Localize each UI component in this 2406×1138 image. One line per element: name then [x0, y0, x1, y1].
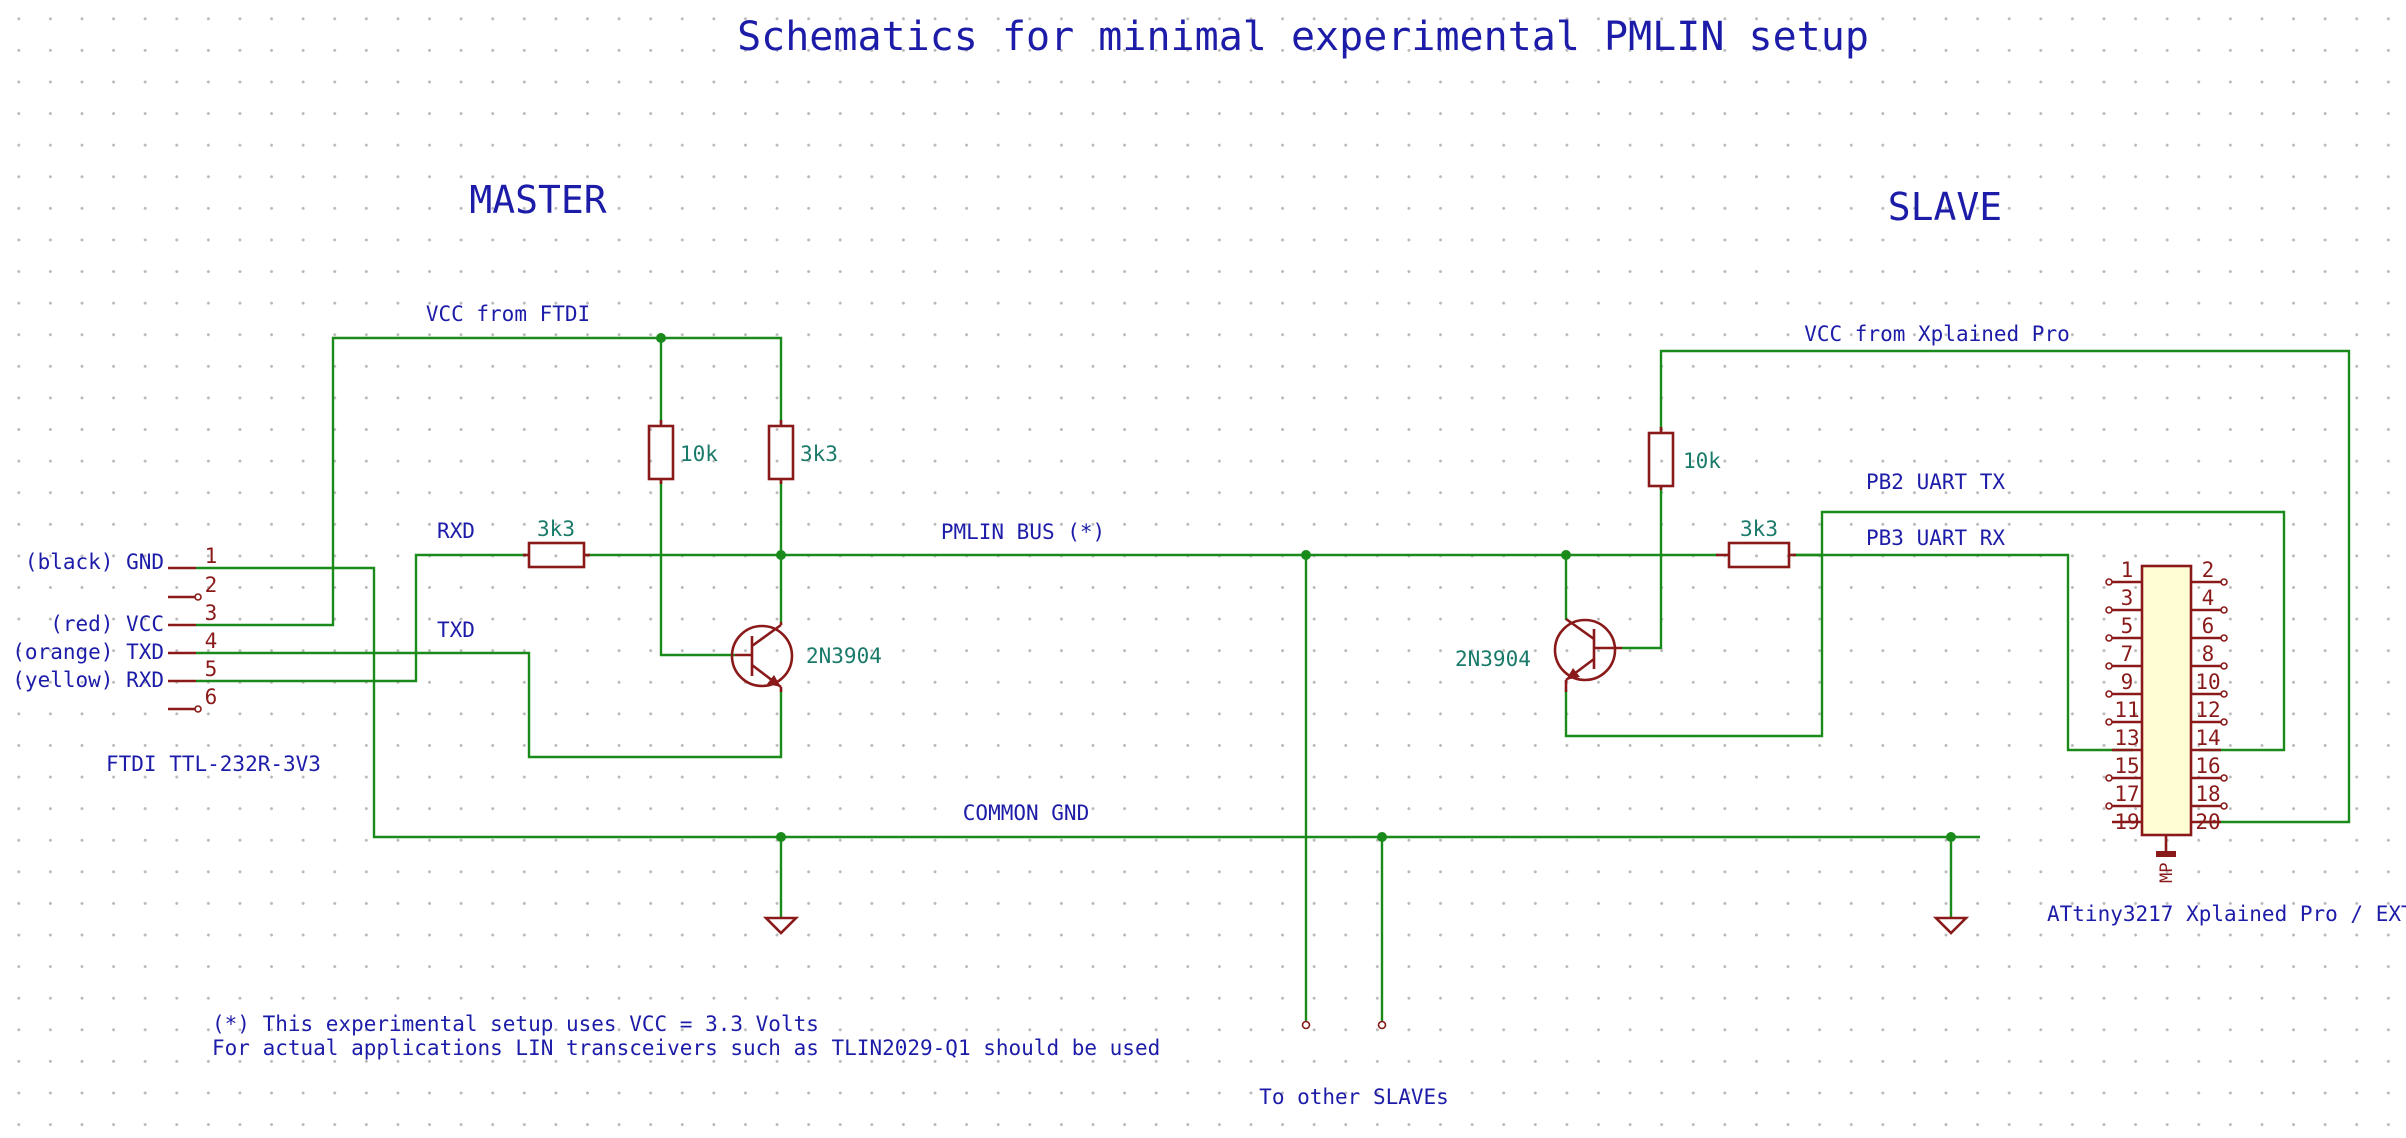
note-line-2: For actual applications LIN transceivers… [212, 1036, 1160, 1060]
transistor-master-2n3904 [730, 622, 794, 692]
ftdi-pin-1-label: (black) GND [25, 550, 164, 574]
header-name: ATtiny3217 Xplained Pro / EXT3 [2047, 902, 2406, 926]
wire-pb2 [1820, 510, 2286, 752]
ground-symbol-master [762, 916, 800, 935]
ftdi-pin-5-label: (yellow) RXD [12, 668, 164, 692]
header-pin-1: 1 [2121, 558, 2134, 582]
wire-pb3 [1793, 553, 2133, 752]
ftdi-pin-3-number: 3 [205, 601, 218, 625]
header-pin-19: 19 [2114, 810, 2139, 834]
label-txd: TXD [437, 618, 475, 642]
header-pin-9: 9 [2121, 670, 2134, 694]
transistor-slave-2n3904 [1553, 617, 1622, 692]
ftdi-connector: 1 2 3 4 5 6 (black) GND (red) VCC (orang… [12, 544, 321, 776]
label-common-gnd: COMMON GND [963, 801, 1089, 825]
wire-vcc-ftdi [196, 336, 783, 627]
wire-rxd [196, 553, 526, 683]
label-to-other-slaves: To other SLAVEs [1259, 1085, 1449, 1109]
ftdi-pin-2-number: 2 [205, 573, 218, 597]
ftdi-pin-4-label: (orange) TXD [12, 640, 164, 664]
resistor-slave-10k-value: 10k [1683, 449, 1721, 473]
transistor-slave-label: 2N3904 [1455, 647, 1531, 671]
header-pin-12: 12 [2195, 698, 2220, 722]
resistor-slave-10k [1647, 427, 1675, 490]
junctions [656, 333, 1956, 842]
terminal-gnd [1377, 1020, 1387, 1030]
ftdi-pin-3-label: (red) VCC [50, 612, 164, 636]
header-pin-20: 20 [2195, 810, 2220, 834]
ftdi-name: FTDI TTL-232R-3V3 [106, 752, 321, 776]
header-pin-8: 8 [2202, 642, 2215, 666]
header-pin-11: 11 [2114, 698, 2139, 722]
wires [196, 336, 2351, 1023]
schematic-title: Schematics for minimal experimental PMLI… [737, 14, 1869, 60]
header-pin-16: 16 [2195, 754, 2220, 778]
ftdi-pin-4-number: 4 [205, 629, 218, 653]
header-mp-label: MP [2157, 863, 2177, 883]
resistor-master-3k3-value: 3k3 [800, 442, 838, 466]
wire-vcc-xpro [1659, 349, 2351, 824]
resistor-slave-series-value: 3k3 [1740, 517, 1778, 541]
ftdi-pin-5-number: 5 [205, 657, 218, 681]
header-pin-13: 13 [2114, 726, 2139, 750]
header-pin-17: 17 [2114, 782, 2139, 806]
header-body [2140, 564, 2193, 837]
resistor-master-series-value: 3k3 [537, 517, 575, 541]
ftdi-pin-stubs [168, 566, 202, 713]
header-pin-4: 4 [2202, 586, 2215, 610]
header-pin-6: 6 [2202, 614, 2215, 638]
master-heading: MASTER [469, 178, 606, 222]
header-pin-18: 18 [2195, 782, 2220, 806]
wire-master-base [659, 480, 735, 657]
header-pin-7: 7 [2121, 642, 2134, 666]
resistor-master-3k3 [767, 420, 795, 484]
label-rxd: RXD [437, 519, 475, 543]
wire-slave-base [1622, 487, 1663, 650]
ftdi-pin-1-number: 1 [205, 544, 218, 568]
xplained-header [2105, 564, 2228, 857]
terminal-bus [1301, 1020, 1311, 1030]
header-pin-stubs [2105, 578, 2228, 824]
resistor-master-series [523, 541, 590, 569]
resistor-slave-series [1716, 541, 1796, 569]
wire-common-gnd [196, 566, 1980, 839]
resistor-master-10k [647, 420, 675, 484]
ftdi-pin-6-number: 6 [205, 685, 218, 709]
header-pin-10: 10 [2195, 670, 2220, 694]
ground-symbol-slave [1932, 916, 1970, 935]
slave-heading: SLAVE [1888, 185, 2002, 229]
resistor-master-10k-value: 10k [680, 442, 718, 466]
header-pin-2: 2 [2202, 558, 2215, 582]
wire-txd [196, 651, 783, 759]
label-vcc-ftdi: VCC from FTDI [426, 302, 590, 326]
header-pin-15: 15 [2114, 754, 2139, 778]
header-pin-14: 14 [2195, 726, 2220, 750]
header-pin-5: 5 [2121, 614, 2134, 638]
wire-slave-emitter [1564, 553, 1824, 738]
label-pb2: PB2 UART TX [1866, 470, 2005, 494]
label-pb3: PB3 UART RX [1866, 526, 2005, 550]
header-pin-3: 3 [2121, 586, 2134, 610]
label-vcc-xpro: VCC from Xplained Pro [1804, 322, 2070, 346]
transistor-master-label: 2N3904 [806, 644, 882, 668]
note-line-1: (*) This experimental setup uses VCC = 3… [212, 1012, 819, 1036]
label-pmlin-bus: PMLIN BUS (*) [941, 520, 1105, 544]
